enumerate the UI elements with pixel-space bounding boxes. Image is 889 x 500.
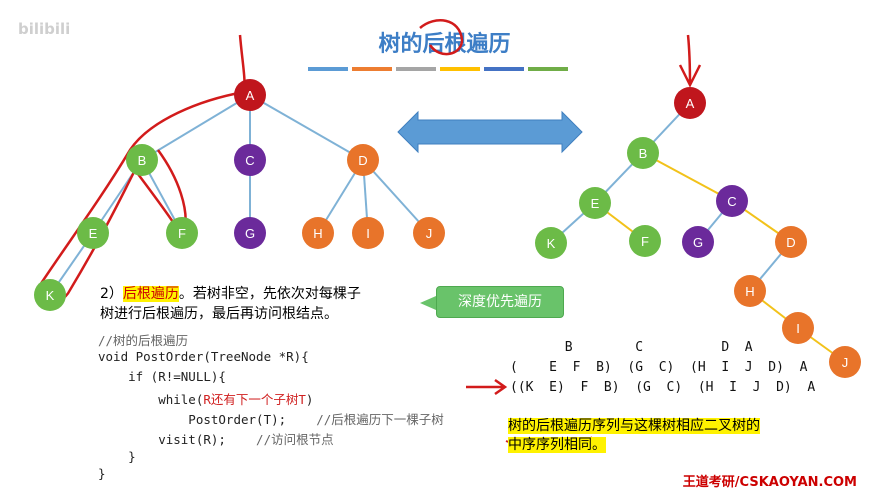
bintree-node-g: G xyxy=(682,226,714,258)
tree-node-f: F xyxy=(166,217,198,249)
tree-node-h: H xyxy=(302,217,334,249)
bintree-node-d: D xyxy=(775,226,807,258)
title-stripe xyxy=(528,67,568,71)
code-visit-comment: //访问根节点 xyxy=(225,432,334,447)
svg-text:G: G xyxy=(245,226,255,241)
step-highlight: 后根遍历 xyxy=(122,286,179,302)
svg-text:A: A xyxy=(686,96,695,111)
code-while-cond: R还有下一个子树T xyxy=(203,392,306,407)
svg-text:K: K xyxy=(547,236,556,251)
title-stripe xyxy=(396,67,436,71)
code-line-2: if (R!=NULL){ xyxy=(98,369,226,384)
tree-node-c: C xyxy=(234,144,266,176)
tree-node-i: I xyxy=(352,217,384,249)
bintree-node-b: B xyxy=(627,137,659,169)
svg-text:E: E xyxy=(591,196,600,211)
svg-text:D: D xyxy=(786,235,795,250)
tree-node-d: D xyxy=(347,144,379,176)
sequence-row-1: B C D A xyxy=(510,340,753,355)
svg-text:C: C xyxy=(245,153,254,168)
tree-node-j: J xyxy=(413,217,445,249)
transform-arrow xyxy=(397,110,583,154)
note-highlight: 中序序列 xyxy=(508,437,564,453)
svg-text:I: I xyxy=(366,226,370,241)
svg-text:F: F xyxy=(641,234,649,249)
bintree-node-e: E xyxy=(579,187,611,219)
title-stripe xyxy=(352,67,392,71)
note-text-1: 树的后根遍历序列与这棵树相应二叉树的 xyxy=(508,418,760,434)
note-line-1: 树的后根遍历序列与这棵树相应二叉树的 xyxy=(508,415,760,435)
code-line-3: while(R还有下一个子树T) xyxy=(98,389,313,408)
svg-text:B: B xyxy=(639,146,648,161)
tree-node-e: E xyxy=(77,217,109,249)
svg-text:B: B xyxy=(138,153,147,168)
code-recursive-call: PostOrder(T); xyxy=(98,412,287,427)
title-stripe xyxy=(440,67,480,71)
step-prefix: 2） xyxy=(100,286,123,302)
svg-text:E: E xyxy=(89,226,98,241)
note-line-2: 中序序列相同。 xyxy=(508,434,606,454)
bintree-node-h: H xyxy=(734,275,766,307)
step-description: 2）后根遍历。若树非空，先依次对每棵子 xyxy=(100,283,361,303)
code-line-5: visit(R); //访问根节点 xyxy=(98,429,334,448)
svg-text:J: J xyxy=(842,355,849,370)
title-stripe xyxy=(484,67,524,71)
dfs-bubble: 深度优先遍历 xyxy=(436,286,564,318)
title-stripe xyxy=(308,67,348,71)
tree-node-b: B xyxy=(126,144,158,176)
watermark: bilibili xyxy=(18,20,71,38)
svg-text:F: F xyxy=(178,226,186,241)
code-line-6: } xyxy=(98,449,136,464)
footer-brand: 王道考研/CSKAOYAN.COM xyxy=(682,475,857,490)
svg-text:I: I xyxy=(796,321,800,336)
bintree-node-j: J xyxy=(829,346,861,378)
svg-text:H: H xyxy=(313,226,322,241)
note-rest: 相同。 xyxy=(564,437,606,453)
svg-text:G: G xyxy=(693,235,703,250)
step-line2: 树进行后根遍历，最后再访问根结点。 xyxy=(100,306,338,322)
svg-text:J: J xyxy=(426,226,433,241)
svg-text:H: H xyxy=(745,284,754,299)
svg-text:C: C xyxy=(727,194,736,209)
code-comment: //树的后根遍历 xyxy=(98,333,189,348)
sequence-row-2: ( E F B) (G C) (H I J D) A xyxy=(510,360,808,375)
code-visit: visit(R); xyxy=(98,432,226,447)
svg-text:D: D xyxy=(358,153,367,168)
bintree-node-i: I xyxy=(782,312,814,344)
sequence-row-3: ((K E) F B) (G C) (H I J D) A xyxy=(510,380,816,395)
bintree-node-k: K xyxy=(535,227,567,259)
code-line-4: PostOrder(T); //后根遍历下一棵子树 xyxy=(98,409,444,428)
step-line1: 。若树非空，先依次对每棵子 xyxy=(178,286,361,302)
svg-text:K: K xyxy=(46,288,55,303)
code-line-7: } xyxy=(98,466,106,481)
tree-node-a: A xyxy=(234,79,266,111)
code-while-close: ) xyxy=(305,392,314,407)
bintree-node-c: C xyxy=(716,185,748,217)
svg-text:A: A xyxy=(246,88,255,103)
code-while: while( xyxy=(98,392,204,407)
bintree-node-f: F xyxy=(629,225,661,257)
bintree-node-a: A xyxy=(674,87,706,119)
tree-node-g: G xyxy=(234,217,266,249)
code-line-1: void PostOrder(TreeNode *R){ xyxy=(98,349,309,364)
tree-node-k: K xyxy=(34,279,66,311)
code-recursive-comment: //后根遍历下一棵子树 xyxy=(286,412,444,427)
